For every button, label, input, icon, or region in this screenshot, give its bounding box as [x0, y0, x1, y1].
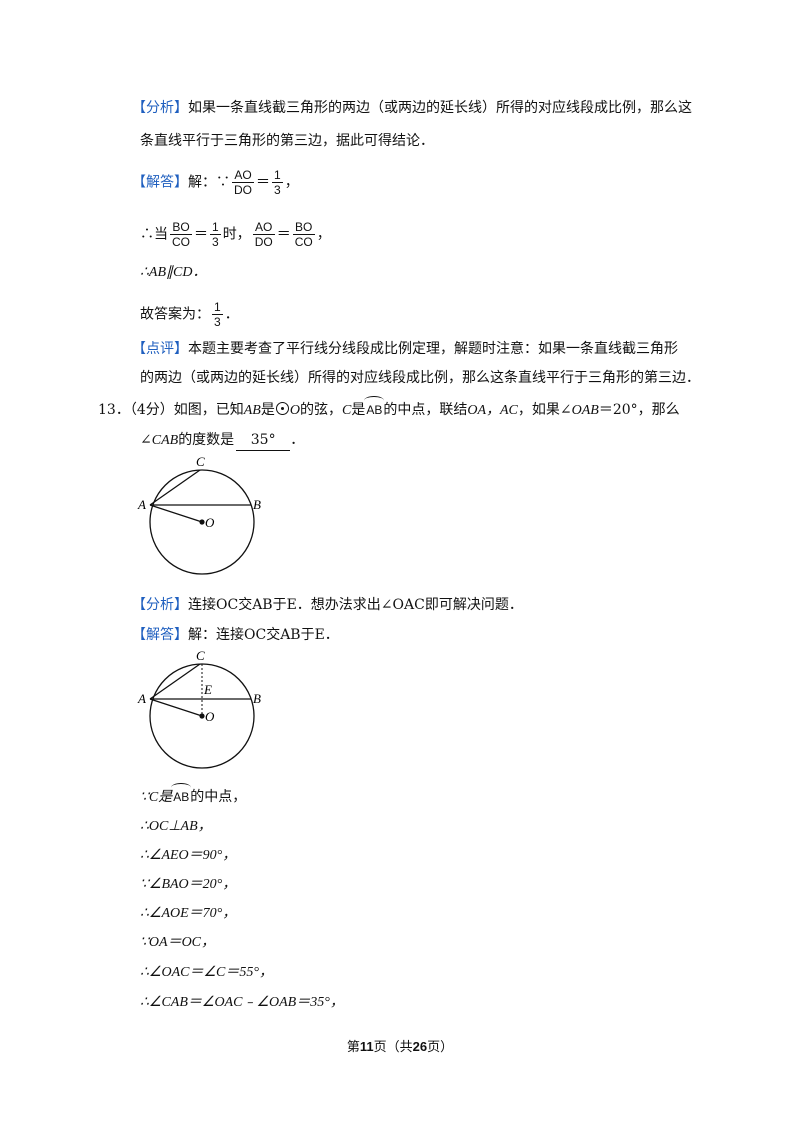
comment-1-line-2: 的两边（或两边的延长线）所得的对应线段成比例，那么这条直线平行于三角形的第三边．	[140, 370, 700, 386]
analysis-tag: 【分析】	[132, 100, 188, 116]
step-2: ∴OC⊥AB，	[140, 819, 212, 834]
step-3: ∴∠AEO＝90°，	[140, 848, 237, 863]
label-c: C	[196, 454, 205, 469]
analysis-1-line-1: 【分析】如果一条直线截三角形的两边（或两边的延长线）所得的对应线段成比例，那么这	[132, 98, 692, 118]
step-7: ∴∠OAC＝∠C＝55°，	[140, 965, 273, 980]
circle-figure-2: C A B O E	[137, 648, 261, 769]
circle-figure-1: C A B O	[137, 454, 261, 575]
answer-jie: 解：∵	[188, 174, 230, 191]
label-a-2: A	[137, 691, 146, 706]
answer-tag: 【解答】	[132, 174, 188, 191]
answer-1-line-3: ∴AB∥CD．	[140, 265, 207, 280]
total-pages: 26	[412, 1039, 428, 1054]
label-o-2: O	[205, 709, 215, 724]
step-1: ∵C是AB的中点，	[140, 783, 247, 807]
label-o: O	[205, 515, 215, 530]
label-c-2: C	[196, 648, 205, 663]
label-b: B	[253, 497, 261, 512]
circle-symbol-icon	[275, 402, 289, 415]
analysis-1-line-2: 条直线平行于三角形的第三边，据此可得结论．	[140, 131, 434, 151]
analysis-text: 如果一条直线截三角形的两边（或两边的延长线）所得的对应线段成比例，那么这	[188, 100, 692, 116]
analysis-text-2: 条直线平行于三角形的第三边，据此可得结论．	[140, 133, 434, 149]
analysis-2: 【分析】连接OC交AB于E．想办法求出∠OAC即可解决问题．	[132, 597, 523, 613]
arc-ab-symbol-2: AB	[171, 783, 192, 807]
page-footer: 第11页（共26页）	[346, 1039, 454, 1055]
arc-ab-symbol: AB	[364, 396, 385, 420]
comment-tag: 【点评】	[132, 341, 188, 357]
question-number: 13．	[98, 402, 130, 418]
step-5: ∴∠AOE＝70°，	[140, 906, 237, 921]
label-b-2: B	[253, 691, 261, 706]
step-6: ∵OA＝OC，	[140, 935, 216, 950]
step-4: ∵∠BAO＝20°，	[140, 877, 237, 892]
comment-1-line-1: 【点评】本题主要考查了平行线分线段成比例定理，解题时注意：如果一条直线截三角形	[132, 341, 678, 357]
answer-2: 【解答】解：连接OC交AB于E．	[132, 627, 339, 643]
step-8: ∴∠CAB＝∠OAC﹣∠OAB＝35°，	[140, 995, 344, 1010]
label-e: E	[203, 682, 212, 697]
label-a: A	[137, 497, 146, 512]
answer-blank: 35°	[236, 430, 291, 451]
page-number: 11	[359, 1039, 374, 1054]
